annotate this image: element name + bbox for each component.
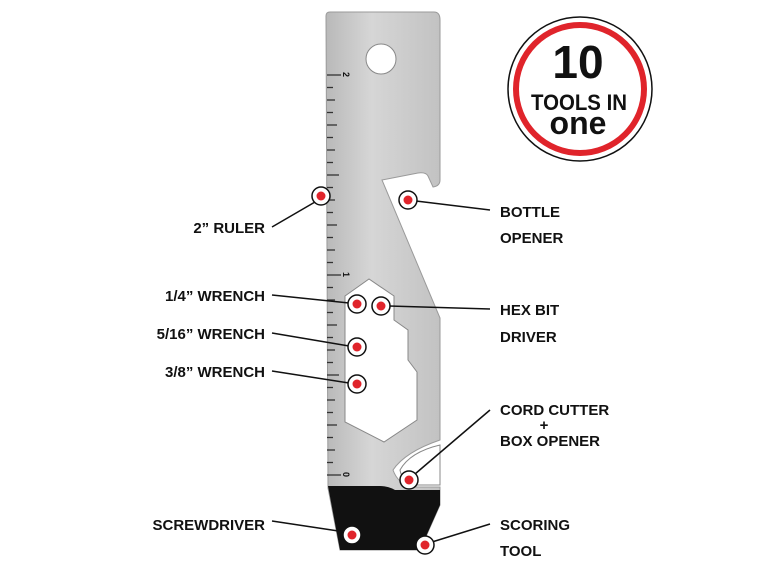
leader-ruler	[271, 201, 316, 228]
label-screwdriver: SCREWDRIVER	[152, 517, 265, 534]
label-scoring-1: SCORING	[500, 517, 570, 534]
leader-cord	[414, 409, 491, 475]
ruler-mark-0: 0	[341, 472, 351, 477]
markers	[311, 186, 435, 555]
label-wrench-three-eighths: 3/8” WRENCH	[165, 364, 265, 381]
leader-screwdriver	[271, 520, 346, 533]
label-cord-plus: +	[540, 417, 549, 434]
label-hex-2: DRIVER	[500, 329, 557, 346]
keyring-hole	[365, 43, 397, 75]
label-bottle-2: OPENER	[500, 230, 564, 247]
marker-wrench-516	[347, 337, 367, 357]
leader-hex	[388, 305, 491, 310]
ruler-mark-1: 1	[341, 272, 351, 277]
marker-screwdriver	[342, 525, 362, 545]
marker-cord-cutter	[399, 470, 419, 490]
marker-wrench-quarter	[347, 294, 367, 314]
leader-scoring	[431, 523, 491, 543]
label-cord-1: CORD CUTTER	[500, 402, 609, 419]
ruler	[327, 74, 341, 476]
marker-hex-driver	[371, 296, 391, 316]
badge-line1: TOOLS IN	[531, 90, 627, 115]
label-hex-1: HEX BIT	[500, 302, 559, 319]
leader-wrench-quarter	[271, 294, 350, 304]
leader-lines	[271, 200, 491, 543]
marker-wrench-38	[347, 374, 367, 394]
marker-scoring-tool	[415, 535, 435, 555]
label-wrench-quarter: 1/4” WRENCH	[165, 288, 265, 305]
label-bottle-1: BOTTLE	[500, 204, 560, 221]
badge-line2: one	[550, 105, 607, 141]
tools-badge: 10 TOOLS IN one	[507, 16, 653, 162]
leader-bottle	[415, 200, 491, 211]
leader-wrench-516	[271, 332, 350, 347]
marker-bottle-opener	[398, 190, 418, 210]
label-scoring-2: TOOL	[500, 543, 541, 560]
label-wrench-five-sixteenths: 5/16” WRENCH	[157, 326, 265, 343]
badge-number: 10	[552, 36, 603, 88]
marker-ruler	[311, 186, 331, 206]
hex-wrench-hole	[344, 278, 418, 443]
label-cord-2: BOX OPENER	[500, 433, 600, 450]
label-ruler: 2” RULER	[193, 220, 265, 237]
multitool: 2 1 0	[325, 11, 441, 551]
leader-wrench-38	[271, 370, 350, 384]
ruler-mark-2: 2	[341, 72, 351, 77]
